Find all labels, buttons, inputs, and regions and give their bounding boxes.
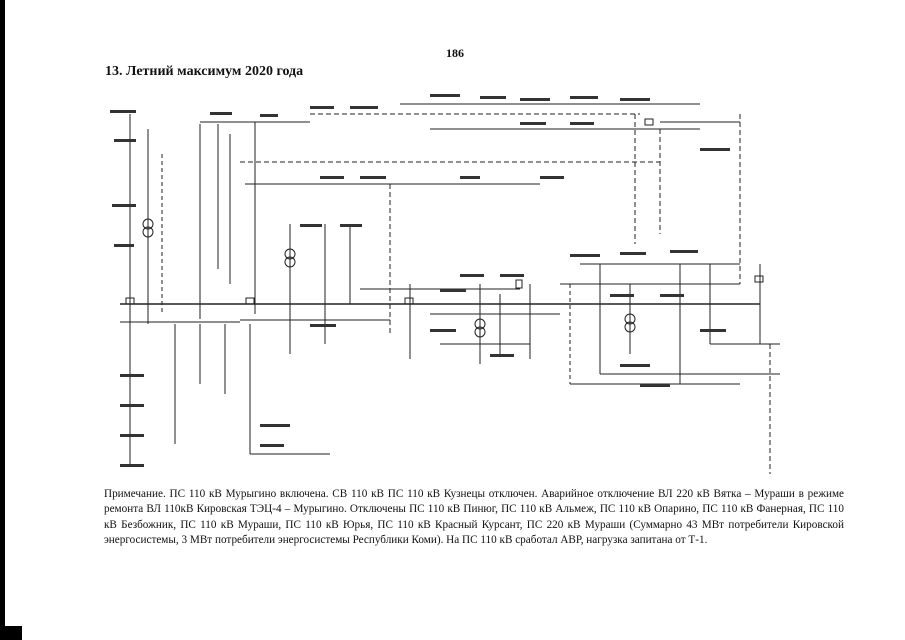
switch-symbol [515,279,523,289]
power-grid-diagram [110,94,780,474]
switch-symbol [404,297,414,305]
transformer-symbol [474,326,486,338]
illegible-labels [110,94,730,467]
diagram-note: Примечание. ПС 110 кВ Мурыгино включена.… [104,488,844,547]
section-title: 13. Летний максимум 2020 года [105,64,304,79]
transformer-symbol [624,313,636,325]
switch-symbol [245,297,255,305]
transformer-symbol [142,226,154,238]
transformer-symbol [284,248,296,260]
switch-symbol [754,275,764,283]
transformer-symbol [624,321,636,333]
page-number: 186 [446,46,464,60]
switch-symbol [644,118,654,126]
transformer-symbol [474,318,486,330]
scan-edge-mark [0,626,22,640]
transformer-symbol [142,218,154,230]
transformer-symbol [284,256,296,268]
scan-edge [0,0,5,640]
switch-symbol [125,297,135,305]
